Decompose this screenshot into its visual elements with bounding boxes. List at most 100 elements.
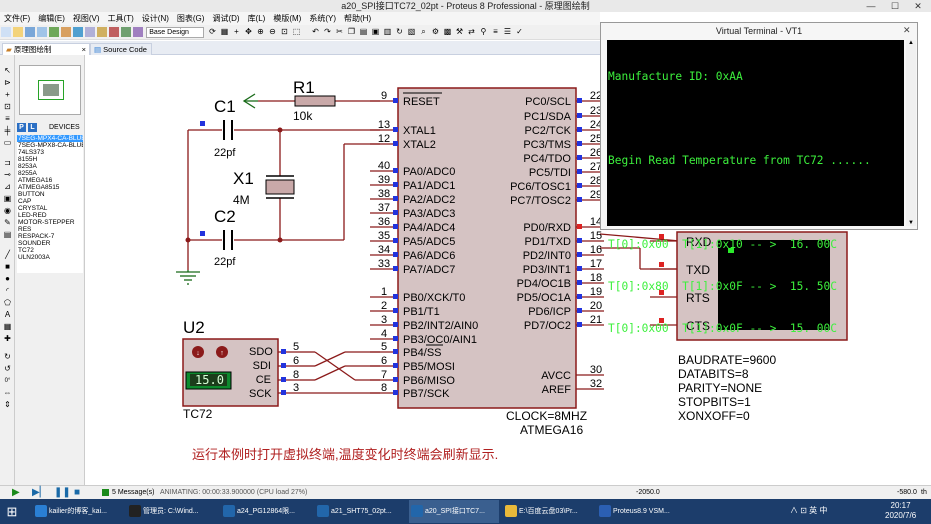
minimize-button[interactable]: — xyxy=(866,1,876,11)
bus-icon[interactable]: ╪ xyxy=(4,126,11,135)
menu-design[interactable]: 设计(N) xyxy=(141,14,169,23)
capacitor-c1[interactable] xyxy=(223,120,233,140)
bom-icon[interactable] xyxy=(109,27,119,37)
scroll-up-icon[interactable]: ▲ xyxy=(908,40,914,46)
menu-debug[interactable]: 调试(D) xyxy=(212,14,240,23)
mcu-body[interactable] xyxy=(397,87,577,409)
package-icon[interactable]: ▩ xyxy=(443,27,452,36)
cut-icon[interactable]: ✂ xyxy=(336,27,343,36)
marker-icon[interactable]: ✚ xyxy=(4,334,11,343)
windows-start-icon[interactable]: ⊞ xyxy=(6,504,18,519)
device-item[interactable]: 7SEG-MPX4-CA-BLUE xyxy=(17,135,83,142)
gerber-icon[interactable] xyxy=(97,27,107,37)
schematic-icon[interactable] xyxy=(61,27,71,37)
block-delete-icon[interactable]: ▧ xyxy=(407,27,416,36)
wire-label-icon[interactable]: ⊡ xyxy=(4,102,11,111)
library-manager-button[interactable]: L xyxy=(28,123,37,132)
search-icon[interactable]: ⚲ xyxy=(480,27,487,36)
junction-icon[interactable]: + xyxy=(5,90,10,99)
device-item[interactable]: CRYSTAL xyxy=(18,205,48,212)
text-icon[interactable]: A xyxy=(4,310,11,319)
refresh-icon[interactable]: ⟳ xyxy=(209,27,216,36)
task-browser[interactable]: kailier的博客_kai... xyxy=(33,500,123,523)
arc-icon[interactable]: ◜ xyxy=(5,286,10,295)
device-item[interactable]: 8255A xyxy=(18,170,37,177)
paste-icon[interactable]: ▤ xyxy=(359,27,368,36)
tab-source-code[interactable]: ▤ Source Code × xyxy=(90,43,152,66)
menu-file[interactable]: 文件(F) xyxy=(4,14,31,23)
help-icon[interactable] xyxy=(133,27,143,37)
probe-icon[interactable]: ✎ xyxy=(4,218,11,227)
task-explorer[interactable]: E:\百度云盘03\Pr... xyxy=(503,500,593,523)
zoom-out-icon[interactable]: ⊖ xyxy=(269,27,276,36)
vt-close-button[interactable]: ✕ xyxy=(903,25,911,35)
menu-view[interactable]: 视图(V) xyxy=(72,14,100,23)
scroll-down-icon[interactable]: ▼ xyxy=(908,220,914,226)
text-script-icon[interactable]: ≡ xyxy=(5,114,10,123)
circle-icon[interactable]: ● xyxy=(5,274,10,283)
pause-icon[interactable]: ❚❚ xyxy=(54,487,71,498)
overview-viewport[interactable] xyxy=(38,80,64,100)
tc72-sensor[interactable]: ↓ ↑ xyxy=(182,338,279,407)
block-rotate-icon[interactable]: ↻ xyxy=(396,27,403,36)
erc-icon[interactable]: ✓ xyxy=(516,27,523,36)
close-project-icon[interactable] xyxy=(37,27,47,37)
block-move-icon[interactable]: ▥ xyxy=(383,27,392,36)
tab-schematic-close-icon[interactable]: × xyxy=(81,45,86,54)
capacitor-c2[interactable] xyxy=(223,230,233,250)
device-item[interactable]: BUTTON xyxy=(18,191,45,198)
device-list[interactable]: 7SEG-MPX4-CA-BLUE 7SEG-MPX8-CA-BLUE 74LS… xyxy=(17,135,83,273)
symbol-icon[interactable]: ▦ xyxy=(3,322,12,331)
grid-icon[interactable]: ▦ xyxy=(220,27,229,36)
task-proteus-a24[interactable]: a24_PG12864限... xyxy=(221,500,311,523)
tab-schematic[interactable]: ▰ 原理图绘制 × xyxy=(2,43,90,55)
menu-graph[interactable]: 图表(G) xyxy=(176,14,205,23)
close-button[interactable]: ✕ xyxy=(914,1,922,11)
device-item[interactable]: TC72 xyxy=(18,247,34,254)
design-select[interactable]: Base Design xyxy=(146,27,205,38)
pan-icon[interactable]: ✥ xyxy=(245,27,252,36)
virtual-terminal-part[interactable] xyxy=(676,231,848,341)
subcircuit-icon[interactable]: ▭ xyxy=(3,138,12,147)
make-device-icon[interactable]: ⚙ xyxy=(431,27,440,36)
pick-device-button[interactable]: P xyxy=(17,123,26,132)
device-item[interactable]: RESPACK-7 xyxy=(18,233,55,240)
source-code-icon[interactable] xyxy=(121,27,131,37)
device-item[interactable]: MOTOR-STEPPER xyxy=(18,219,75,226)
tape-icon[interactable]: ▣ xyxy=(3,194,12,203)
zoom-area-icon[interactable]: ⬚ xyxy=(292,27,301,36)
rotate-cw-icon[interactable]: ↻ xyxy=(4,352,11,361)
property-icon[interactable]: ≡ xyxy=(493,27,498,36)
resistor-r1[interactable] xyxy=(294,95,336,107)
instrument-icon[interactable]: ▤ xyxy=(3,230,12,239)
decompose-icon[interactable]: ⚒ xyxy=(455,27,464,36)
mirror-v-icon[interactable]: ⇕ xyxy=(4,400,11,409)
menu-help[interactable]: 帮助(H) xyxy=(344,14,372,23)
select-mode-icon[interactable]: ↖ xyxy=(4,66,11,75)
task-cmd[interactable]: 管理员: C:\Wind... xyxy=(127,500,217,523)
mirror-h-icon[interactable]: ⇔ xyxy=(3,388,12,397)
device-item[interactable]: ULN2003A xyxy=(18,254,50,261)
task-proteus-a20[interactable]: a20_SPI接口TC7... xyxy=(409,500,499,523)
copy-icon[interactable]: ❐ xyxy=(347,27,356,36)
task-proteus-a21[interactable]: a21_SHT75_02pt... xyxy=(315,500,405,523)
device-item[interactable]: SOUNDER xyxy=(18,240,51,247)
maximize-button[interactable]: ☐ xyxy=(890,1,900,11)
pin-icon[interactable]: ⊸ xyxy=(4,170,11,179)
system-tray[interactable]: ∧ ⊡ 英 中 xyxy=(790,506,828,515)
play-icon[interactable]: ▶ xyxy=(12,487,20,498)
device-item[interactable]: 7SEG-MPX8-CA-BLUE xyxy=(18,142,83,149)
vt-screen[interactable]: Manufacture ID: 0xAA Begin Read Temperat… xyxy=(607,40,904,335)
3d-view-icon[interactable] xyxy=(85,27,95,37)
device-item[interactable]: 8155H xyxy=(18,156,38,163)
component-mode-icon[interactable]: ⊳ xyxy=(4,78,11,87)
step-icon[interactable]: ▶▏ xyxy=(32,487,48,498)
zoom-all-icon[interactable]: ⊡ xyxy=(281,27,288,36)
home-icon[interactable] xyxy=(49,27,59,37)
line-icon[interactable]: ╱ xyxy=(5,250,10,259)
device-item[interactable]: 74LS373 xyxy=(18,149,45,156)
undo-icon[interactable]: ↶ xyxy=(312,27,319,36)
device-item[interactable]: LED-RED xyxy=(18,212,47,219)
path-icon[interactable]: ⬠ xyxy=(4,298,11,307)
